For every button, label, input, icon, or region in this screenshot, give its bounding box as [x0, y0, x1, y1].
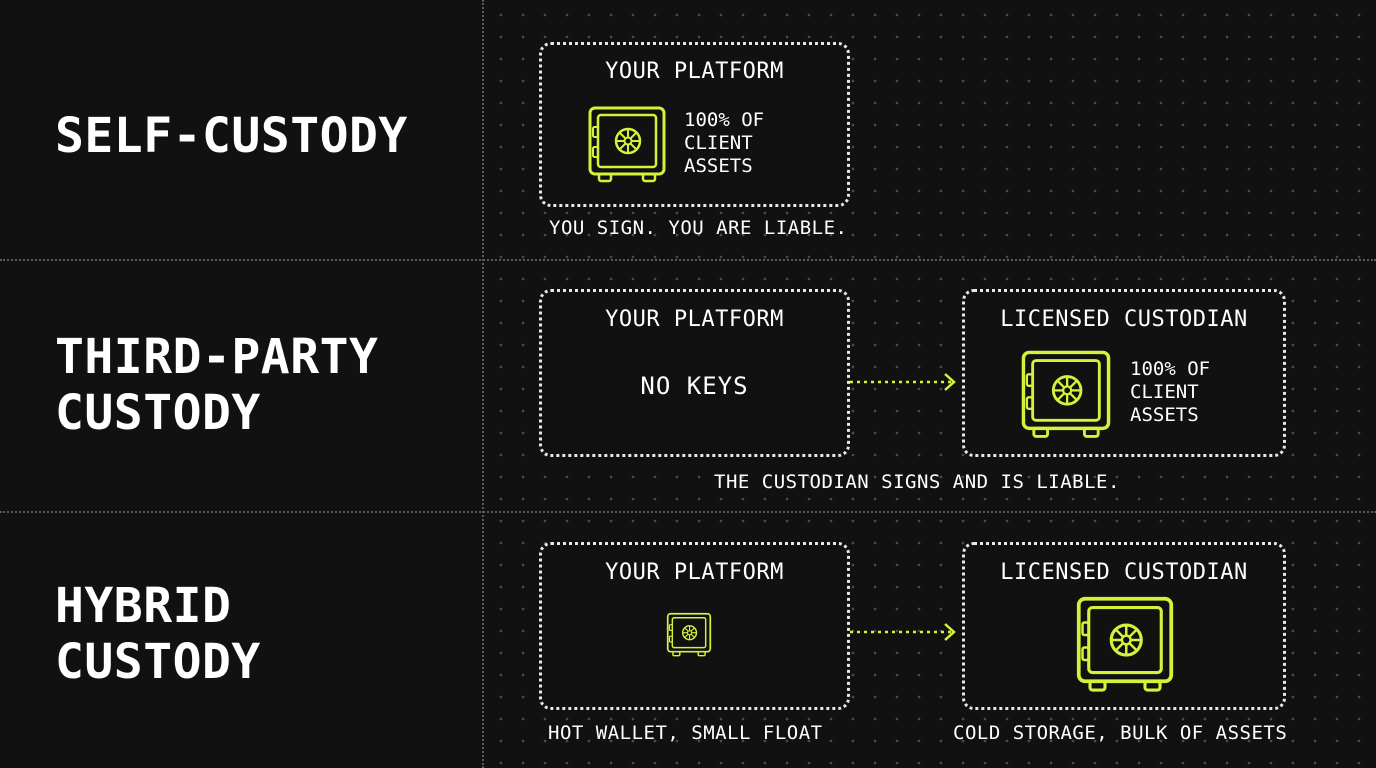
- platform-box: YOUR PLATFORM NO KEYS: [539, 289, 850, 457]
- section-title-line: SELF-CUSTODY: [55, 108, 408, 164]
- dotted-arrow-right-icon: [850, 620, 960, 644]
- safe-icon: [587, 105, 667, 185]
- box-title: YOUR PLATFORM: [605, 307, 784, 332]
- section-title-line: HYBRID: [55, 578, 232, 634]
- section-caption: YOU SIGN. YOU ARE LIABLE.: [549, 217, 848, 239]
- box-title: LICENSED CUSTODIAN: [1000, 307, 1248, 332]
- platform-box: YOUR PLATFORM: [539, 542, 850, 710]
- section-title-line: CUSTODY: [55, 385, 261, 441]
- custodian-box: LICENSED CUSTODIAN 100% OF CLIENT ASSETS: [962, 289, 1286, 457]
- vertical-divider: [482, 0, 484, 768]
- safe-icon: [1075, 595, 1175, 695]
- section-caption: THE CUSTODIAN SIGNS AND IS LIABLE.: [714, 471, 1120, 493]
- section-title: HYBRID CUSTODY: [55, 578, 261, 690]
- section-title: SELF-CUSTODY: [55, 108, 408, 164]
- dotted-arrow-right-icon: [850, 370, 960, 394]
- assets-label: 100% OF CLIENT ASSETS: [684, 109, 765, 177]
- section-divider: [0, 259, 1376, 261]
- custodian-box: LICENSED CUSTODIAN: [962, 542, 1286, 710]
- no-keys-label: NO KEYS: [640, 372, 749, 400]
- hot-wallet-caption: HOT WALLET, SMALL FLOAT: [548, 722, 823, 744]
- cold-storage-caption: COLD STORAGE, BULK OF ASSETS: [953, 722, 1288, 744]
- safe-icon: [1020, 349, 1112, 441]
- box-title: YOUR PLATFORM: [605, 560, 784, 585]
- box-title: LICENSED CUSTODIAN: [1000, 560, 1248, 585]
- section-title-line: THIRD-PARTY: [55, 329, 379, 385]
- safe-icon: [666, 612, 712, 658]
- section-divider: [0, 511, 1376, 513]
- section-title: THIRD-PARTY CUSTODY: [55, 329, 378, 441]
- platform-box: YOUR PLATFORM 100% OF CLIENT ASSETS: [539, 42, 850, 207]
- assets-label: 100% OF CLIENT ASSETS: [1130, 358, 1211, 426]
- box-title: YOUR PLATFORM: [605, 59, 784, 84]
- section-title-line: CUSTODY: [55, 634, 261, 690]
